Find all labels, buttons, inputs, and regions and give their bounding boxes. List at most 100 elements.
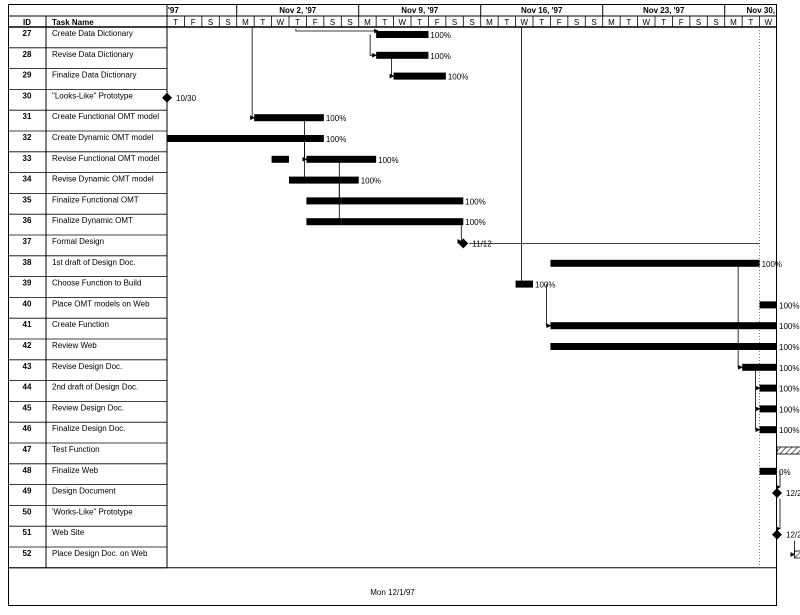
task-bar [254, 114, 324, 122]
task-bar [759, 301, 777, 309]
task-id: 48 [23, 466, 32, 475]
day-label: M [608, 18, 615, 27]
task-bar [376, 31, 429, 38]
task-id: 33 [23, 154, 32, 163]
task-id: 38 [23, 258, 32, 267]
task-id: 29 [23, 71, 32, 80]
task-bar [550, 259, 760, 267]
task-bar [393, 72, 446, 80]
day-label: W [521, 18, 529, 27]
day-label: S [225, 18, 230, 27]
task-id: 46 [23, 424, 32, 433]
task-id: 34 [23, 175, 32, 184]
dependency-link [755, 388, 761, 412]
day-label: S [347, 18, 352, 27]
task-id: 44 [23, 383, 32, 392]
day-label: F [435, 18, 440, 27]
day-label: T [748, 18, 753, 27]
task-id: 35 [23, 195, 32, 204]
task-id: 31 [23, 112, 32, 121]
bar-label: 100% [762, 260, 782, 269]
task-id: 28 [23, 50, 32, 59]
task-name: Create Data Dictionary [52, 29, 133, 38]
dependency-link [369, 34, 377, 58]
task-bar [759, 405, 777, 413]
bar-label: 100% [779, 405, 799, 414]
day-label: F [191, 18, 196, 27]
task-name: Create Function [52, 320, 109, 329]
week-label: Nov 16, '97 [521, 6, 563, 15]
dependency-link [389, 55, 395, 79]
task-bar [515, 280, 533, 288]
task-name: Finalize Functional OMT [52, 195, 139, 204]
task-name: "Looks-Like" Prototype [52, 91, 133, 100]
day-label: S [713, 18, 718, 27]
day-label: S [696, 18, 701, 27]
dependency-link [250, 27, 255, 121]
week-label: Nov 9, '97 [401, 6, 439, 15]
task-bar [306, 218, 342, 226]
bar-label: 100% [779, 385, 799, 394]
bar-label: 0% [779, 468, 791, 477]
task-bar [306, 176, 359, 184]
day-label: S [330, 18, 335, 27]
task-column-header: Task Name [52, 18, 94, 27]
milestone-label: 10/30 [176, 94, 197, 103]
task-id: 52 [23, 549, 32, 558]
task-name: Revise Design Doc. [52, 362, 122, 371]
dependency-link [337, 180, 343, 225]
task-bar [376, 51, 429, 59]
dependency-link [737, 263, 743, 370]
bar-label: 100% [326, 135, 346, 144]
milestone-label: 11/12 [472, 239, 492, 248]
task-bar [167, 135, 324, 142]
task-id: 50 [23, 507, 32, 516]
task-name: Design Document [52, 487, 116, 496]
day-label: T [382, 18, 387, 27]
task-bar [759, 384, 777, 392]
task-id: 30 [23, 91, 32, 100]
task-id: 45 [23, 403, 32, 412]
task-id: 51 [23, 528, 32, 537]
bar-label: 100% [361, 177, 381, 186]
bar-label: 100% [326, 114, 346, 123]
milestone-label: 12/2 [786, 531, 800, 540]
bar-label: 100% [465, 218, 485, 227]
dependency-link [755, 408, 761, 433]
day-label: M [730, 18, 737, 27]
task-id: 43 [23, 362, 32, 371]
task-id: 49 [23, 487, 32, 496]
bar-label: 100% [779, 426, 799, 435]
task-name: Review Web [52, 341, 97, 350]
task-name: Place Design Doc. on Web [52, 549, 148, 558]
day-label: T [260, 18, 265, 27]
day-label: W [765, 18, 773, 27]
task-bar [341, 218, 464, 226]
day-label: T [661, 18, 666, 27]
task-name: Web Site [52, 528, 85, 537]
task-name: 'Works-Like" Prototype [52, 507, 133, 516]
task-name: Finalize Data Dictionary [52, 71, 136, 80]
bar-label: 100% [779, 364, 799, 373]
day-label: S [591, 18, 596, 27]
task-name: Create Dynamic OMT model [52, 133, 153, 142]
task-name: Finalize Dynamic OMT [52, 216, 133, 225]
bar-label: 100% [779, 301, 799, 310]
task-id: 41 [23, 320, 32, 329]
bar-label: 100% [448, 73, 468, 82]
task-name: Test Function [52, 445, 100, 454]
task-name: Place OMT models on Web [52, 299, 150, 308]
dependency-link [295, 28, 379, 34]
milestone-label: 12/2 [786, 489, 800, 498]
dependency-link [546, 284, 552, 329]
week-label: Nov 2, '97 [279, 6, 317, 15]
bar-label: 100% [378, 156, 398, 165]
task-name: Revise Data Dictionary [52, 50, 133, 59]
task-id: 39 [23, 279, 32, 288]
milestone-diamond [772, 488, 782, 498]
task-name: 2nd draft of Design Doc. [52, 383, 138, 392]
week-label: '97 [168, 6, 179, 15]
task-name: Revise Functional OMT model [52, 154, 160, 163]
day-label: T [539, 18, 544, 27]
day-label: M [242, 18, 249, 27]
